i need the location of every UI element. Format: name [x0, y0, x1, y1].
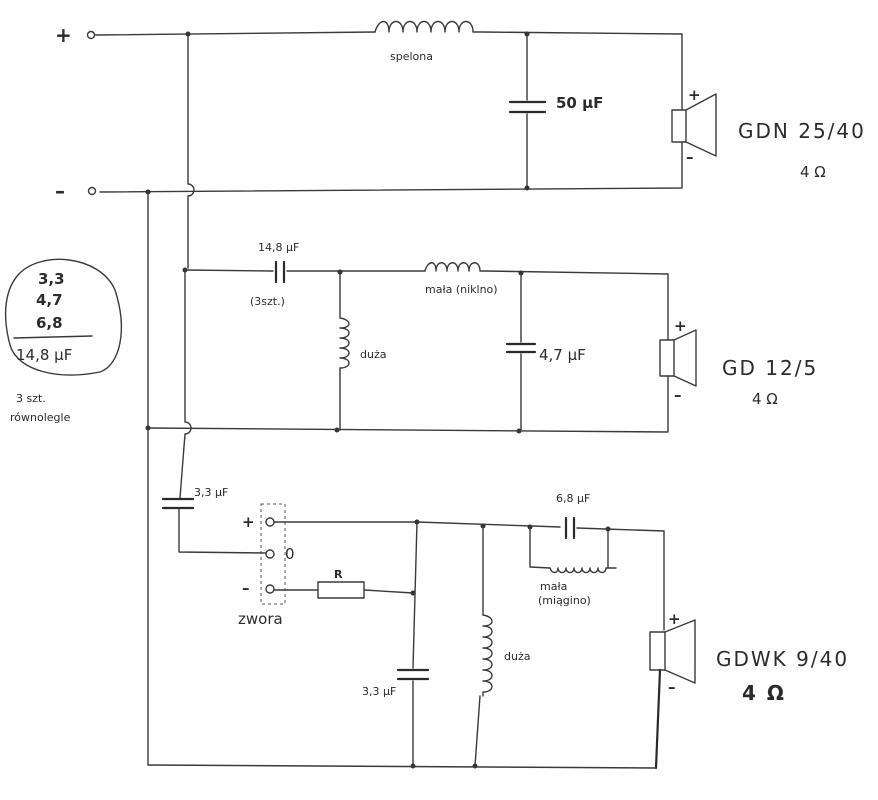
top-rail-right	[481, 31, 683, 111]
resistor-label: R	[334, 568, 343, 581]
bass-return-rail	[147, 764, 657, 769]
bass-cap-label: 3,3 µF	[362, 685, 396, 698]
bass-small-coil-label: mała	[540, 580, 567, 593]
tweeter-speaker	[671, 109, 687, 143]
svg-text:–: –	[242, 579, 250, 597]
tweeter-name: GDN 25/40	[738, 119, 866, 143]
minus-terminal-label: –	[55, 179, 67, 203]
top-return-rail	[99, 141, 683, 193]
side-note-value-2: 6,8	[36, 314, 63, 332]
side-note-line2: równolegle	[10, 411, 71, 424]
mid-impedance: 4 Ω	[752, 390, 778, 408]
bass-small-coil-note: (miągino)	[538, 594, 591, 607]
svg-text:+: +	[674, 317, 687, 335]
side-note-total: 14,8 µF	[16, 346, 72, 364]
plus-feed-lower	[179, 269, 192, 499]
side-note-outline	[4, 258, 122, 376]
cap47-label: 4,7 µF	[539, 346, 586, 364]
mid-small-inductor	[424, 262, 487, 272]
mid-name: GD 12/5	[722, 356, 818, 380]
bass-big-inductor	[482, 614, 493, 697]
plus-feed-vertical	[187, 33, 195, 269]
mid-big-coil-label: duża	[360, 348, 386, 361]
side-note-value-1: 4,7	[36, 291, 63, 309]
minus-terminal	[87, 186, 97, 196]
input-cap-label: 3,3 µF	[194, 486, 228, 499]
resistor-r	[317, 581, 365, 599]
side-note-line1: 3 szt.	[16, 392, 46, 405]
bass-name: GDWK 9/40	[716, 647, 849, 671]
side-note: 3,3 4,7 6,8 14,8 µF 3 szt. równolegle	[4, 258, 122, 424]
side-note-value-0: 3,3	[38, 270, 65, 288]
svg-text:0: 0	[285, 545, 295, 563]
spelona-label: spelona	[390, 50, 433, 63]
jumper-pin-minus[interactable]	[265, 584, 275, 594]
mid-big-inductor	[339, 317, 350, 375]
svg-text:+: +	[242, 513, 255, 531]
svg-text:–: –	[674, 386, 682, 404]
tweeter-branch: spelona 50 µF + – GDN 25/40 4 Ω	[94, 20, 866, 193]
jumper-label: zwora	[238, 610, 283, 628]
bass-branch: 3,3 µF + 0 – zwora 6,8 µF mała (miągino)…	[147, 486, 849, 770]
cap148-label: 14,8 µF	[258, 241, 299, 254]
jumper-pin-zero[interactable]	[265, 549, 275, 559]
top-rail-left	[94, 31, 376, 36]
mid-branch: 14,8 µF (3szt.) mała (niklno) duża 4,7 µ…	[145, 241, 818, 434]
tweeter-impedance: 4 Ω	[800, 163, 826, 181]
bass-speaker	[649, 631, 666, 671]
plus-terminal-label: +	[55, 23, 74, 47]
svg-text:+: +	[688, 86, 701, 104]
plus-terminal	[86, 30, 96, 40]
bass-big-coil-label: duża	[504, 650, 530, 663]
svg-text:–: –	[668, 678, 676, 696]
series-cap-label: 6,8 µF	[556, 492, 590, 505]
bass-small-inductor	[549, 567, 617, 574]
cap148-note: (3szt.)	[250, 295, 285, 308]
svg-text:+: +	[668, 610, 681, 628]
mid-speaker	[659, 339, 675, 377]
cap50-label: 50 µF	[556, 94, 603, 112]
mid-small-coil-label: mała (niklno)	[425, 283, 498, 296]
bass-impedance: 4 Ω	[742, 681, 786, 705]
jumper-block	[260, 503, 286, 605]
svg-text:–: –	[686, 148, 694, 166]
spelona-inductor	[374, 20, 482, 33]
jumper-pin-plus[interactable]	[265, 517, 275, 527]
